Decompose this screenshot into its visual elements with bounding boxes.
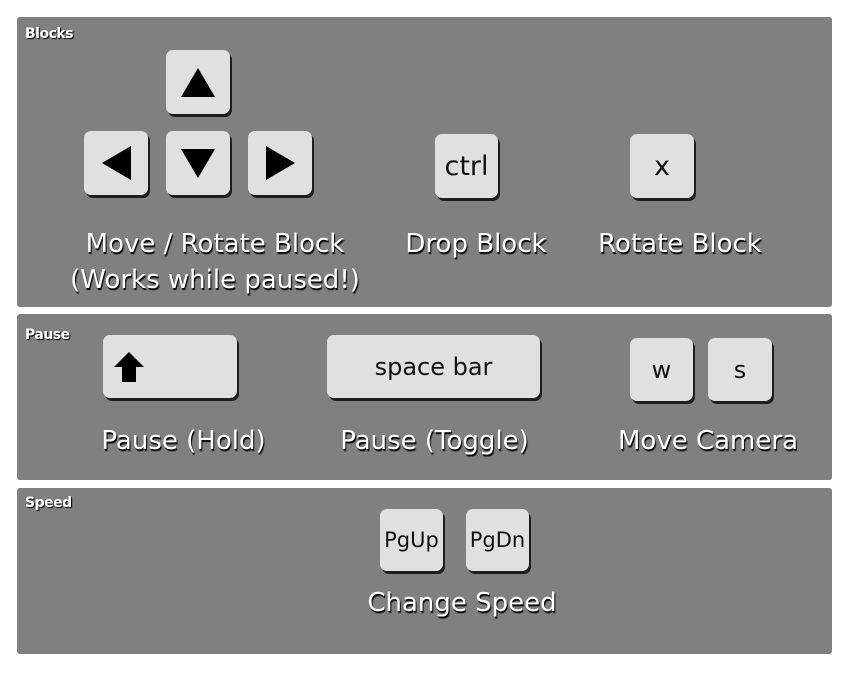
- arrow-left-key: [84, 131, 148, 195]
- blocks-panel: Blocks ctrl x Move / Rotate Block (Works…: [17, 17, 832, 307]
- x-key: x: [630, 134, 694, 198]
- arrow-up-icon: [181, 67, 215, 97]
- pause-panel: Pause space bar w s Pause (Hold) Pause (…: [17, 314, 832, 480]
- shift-key: [103, 335, 237, 398]
- arrow-right-icon: [265, 146, 295, 180]
- s-key: s: [708, 338, 772, 401]
- move-rotate-caption-line2: (Works while paused!): [70, 265, 360, 295]
- blocks-panel-title: Blocks: [25, 26, 74, 42]
- move-camera-caption: Move Camera: [617, 426, 799, 456]
- pause-hold-caption: Pause (Hold): [101, 426, 266, 456]
- page-up-key: PgUp: [380, 509, 443, 571]
- drop-block-caption: Drop Block: [405, 229, 547, 259]
- shift-arrow-icon: [114, 351, 144, 382]
- ctrl-key: ctrl: [435, 134, 498, 198]
- rotate-block-caption: Rotate Block: [598, 229, 762, 259]
- speed-panel-title: Speed: [25, 495, 72, 511]
- pause-toggle-caption: Pause (Toggle): [340, 426, 529, 456]
- pause-panel-title: Pause: [25, 327, 70, 343]
- arrow-down-key: [166, 131, 230, 195]
- arrow-up-key: [166, 50, 230, 114]
- w-key: w: [630, 338, 693, 401]
- move-rotate-caption-line1: Move / Rotate Block: [85, 229, 345, 259]
- page-down-key: PgDn: [466, 509, 529, 571]
- arrow-left-icon: [101, 146, 131, 180]
- change-speed-caption: Change Speed: [367, 588, 557, 618]
- arrow-right-key: [248, 131, 312, 195]
- space-bar-key: space bar: [327, 335, 540, 398]
- arrow-down-icon: [181, 148, 215, 178]
- speed-panel: Speed PgUp PgDn Change Speed: [17, 488, 832, 654]
